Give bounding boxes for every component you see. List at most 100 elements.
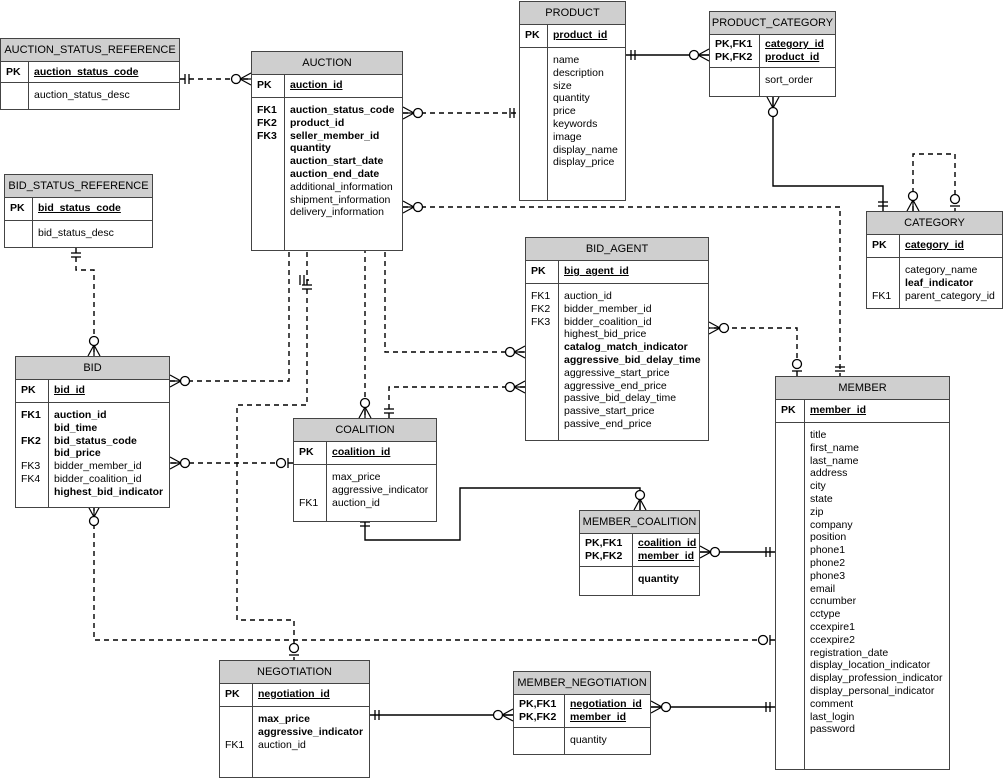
attribute-name: auction_end_date	[290, 167, 380, 180]
attribute-row: aggressive_indicator	[220, 726, 369, 739]
attribute-row: FK2 bid_status_code	[16, 435, 169, 448]
attribute-row: display_location_indicator	[776, 659, 949, 672]
attribute-row: last_login	[776, 711, 949, 724]
relationship-member-to-member-coalition	[699, 545, 775, 559]
attribute-row: highest_bid_indicator	[16, 486, 169, 499]
relationship-product-category-to-category	[766, 96, 888, 211]
attribute-name: negotiation_id	[570, 698, 642, 710]
attribute-row: bid_time	[16, 422, 169, 435]
attribute-name: ccexpire1	[810, 620, 855, 633]
attribute-name: last_name	[810, 454, 859, 467]
attribute-row: image	[520, 131, 625, 144]
attribute-row: aggressive_bid_delay_time	[526, 354, 708, 367]
attribute-name: max_price	[258, 713, 310, 725]
attribute-row: auction_start_date	[252, 155, 402, 168]
attribute-row: ccnumber	[776, 595, 949, 608]
attribute-row: position	[776, 531, 949, 544]
key-label: FK1	[872, 289, 892, 302]
key-label: PK,FK2	[585, 549, 623, 562]
entity-title: PRODUCT	[520, 2, 625, 25]
relationship-auction-to-member	[402, 200, 845, 376]
relationship-auction-to-coalition-fk	[319, 225, 372, 419]
attribute-name: size	[553, 79, 572, 92]
attribute-name: coalition_id	[638, 537, 697, 549]
key-column-divider	[580, 534, 633, 566]
attribute-name: member_id	[570, 710, 627, 723]
attribute-name: state	[810, 492, 833, 505]
attribute-name: category_id	[905, 239, 964, 251]
key-label: FK3	[21, 460, 41, 473]
attribute-row: quantity	[514, 734, 650, 747]
attribute-name: max_price	[332, 471, 381, 483]
attribute-name: bid_status_code	[54, 434, 137, 447]
attribute-name: password	[810, 723, 855, 736]
attribute-name: auction_start_date	[290, 155, 384, 168]
key-column-divider	[580, 567, 633, 595]
attribute-name: image	[553, 130, 582, 143]
key-label: PK	[10, 202, 25, 214]
attribute-name: company	[810, 518, 853, 531]
key-column-divider	[16, 380, 49, 402]
attribute-name: leaf_indicator	[905, 276, 974, 289]
attribute-row: passive_start_price	[526, 405, 708, 418]
attribute-name: bid_status_desc	[38, 227, 114, 239]
key-column-divider	[776, 400, 805, 422]
key-label: FK2	[257, 116, 277, 129]
attribute-name: last_login	[810, 710, 855, 723]
attribute-row: max_price	[220, 713, 369, 726]
entity-title: AUCTION_STATUS_REFERENCE	[1, 39, 179, 62]
key-label: PK	[525, 29, 540, 41]
attribute-name: aggressive_indicator	[258, 725, 364, 738]
relationship-coalition-to-bid	[169, 456, 293, 470]
attribute-name: bidder_member_id	[564, 302, 652, 315]
attribute-name: phone2	[810, 556, 846, 569]
attribute-row: auction_end_date	[252, 168, 402, 181]
relationship-negotiation-to-member-negotiation	[370, 708, 514, 722]
attribute-name: registration_date	[810, 646, 889, 659]
attribute-name: additional_information	[290, 180, 393, 193]
attribute-name: comment	[810, 697, 854, 710]
key-column-divider	[294, 465, 327, 521]
attribute-row: leaf_indicator	[867, 277, 1002, 290]
attribute-row: aggressive_end_price	[526, 380, 708, 393]
attribute-name: title	[810, 429, 827, 441]
attribute-name: shipment_information	[290, 193, 391, 206]
attribute-name: auction_status_code	[290, 104, 395, 116]
key-column-divider	[252, 98, 285, 250]
key-label: FK2	[21, 434, 41, 447]
attribute-name: auction_status_desc	[34, 89, 130, 101]
attribute-name: bid_id	[54, 384, 85, 396]
key-label: FK2	[531, 302, 551, 315]
attribute-name: keywords	[553, 117, 598, 130]
attribute-section: bid_status_desc	[5, 221, 152, 247]
attribute-row: last_name	[776, 455, 949, 468]
attribute-name: aggressive_bid_delay_time	[564, 353, 701, 366]
attribute-name: negotiation_id	[258, 688, 330, 700]
attribute-row: sort_order	[710, 74, 835, 87]
key-label: FK1	[531, 290, 551, 302]
attribute-name: aggressive_start_price	[564, 366, 670, 379]
attribute-name: auction_status_code	[34, 66, 139, 78]
